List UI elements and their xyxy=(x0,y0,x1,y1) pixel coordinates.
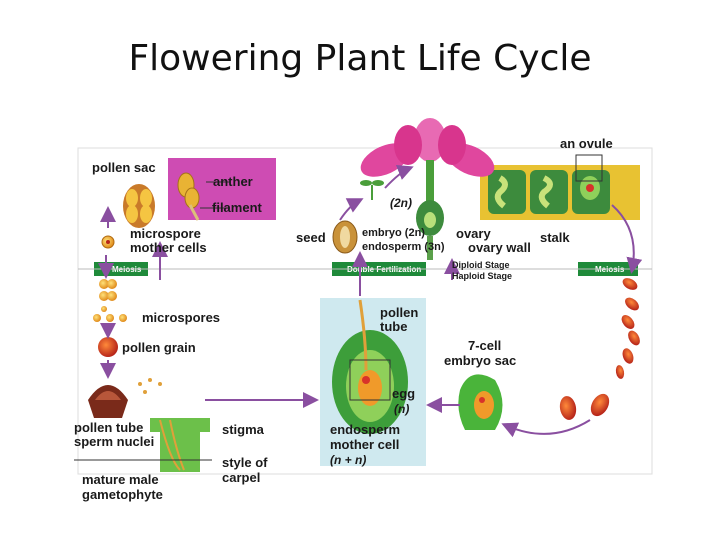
pollen-grain-image xyxy=(98,337,118,357)
egg-n-label: (n) xyxy=(394,402,409,416)
seven-cell-label-line1: 7-cell xyxy=(468,338,501,353)
microspores-image xyxy=(93,306,127,322)
microspore-label-line1: microspore xyxy=(130,226,201,241)
style-of-carpel-image xyxy=(150,418,210,472)
ovary-wall-label: ovary wall xyxy=(468,240,531,255)
stalk-label: stalk xyxy=(540,230,570,245)
endosperm-mc-label-line1: endosperm xyxy=(330,422,400,437)
pollen-tube-label-line1: pollen xyxy=(380,305,418,320)
flower-image xyxy=(360,118,495,260)
style-label-line2: carpel xyxy=(222,470,260,485)
diploid-stage-label: Diploid Stage xyxy=(452,260,510,270)
ovule-fertilization-image xyxy=(332,299,408,434)
pollen-grain-label: pollen grain xyxy=(122,340,196,355)
microspores-label: microspores xyxy=(142,310,220,325)
seven-cell-embryo-sac-image xyxy=(458,374,503,430)
seed-label: seed xyxy=(296,230,326,245)
seedling-image xyxy=(360,180,384,200)
pollen-sac-image xyxy=(123,184,155,228)
endosperm-mc-label-line3: (n + n) xyxy=(330,453,366,467)
stigma-pollen-image xyxy=(88,378,162,418)
megaspore-cells-image xyxy=(559,278,640,420)
endosperm-mc-label-line2: mother cell xyxy=(330,437,399,452)
microspore-label-line2: mother cells xyxy=(130,240,207,255)
an-ovule-label: an ovule xyxy=(560,136,613,151)
pollen-tube-label-line2: tube xyxy=(380,319,407,334)
ovary-label: ovary xyxy=(456,226,491,241)
style-label-line1: style of xyxy=(222,455,268,470)
pollen-sac-label: pollen sac xyxy=(92,160,156,175)
haploid-stage-label: Haploid Stage xyxy=(452,271,512,281)
seed-image xyxy=(332,220,358,254)
seven-cell-label-line2: embryo sac xyxy=(444,353,516,368)
pollen-tube-left-label: pollen tube xyxy=(74,420,143,435)
ovary-sections xyxy=(488,170,610,214)
microspore-mother-cell-image xyxy=(101,235,115,249)
filament-label: filament xyxy=(212,200,263,215)
endosperm-label: endosperm (3n) xyxy=(362,241,445,253)
mature-male-label-line1: mature male xyxy=(82,472,159,487)
anther-image xyxy=(177,172,200,221)
page-title: Flowering Plant Life Cycle xyxy=(128,38,592,79)
egg-label: egg xyxy=(392,386,415,401)
anther-label: anther xyxy=(213,174,253,189)
sperm-nuclei-label: sperm nuclei xyxy=(74,434,154,449)
stigma-label: stigma xyxy=(222,422,265,437)
mature-male-label-line2: gametophyte xyxy=(82,487,163,502)
embryo-label: embryo (2n) xyxy=(362,227,425,239)
two-n-label: (2n) xyxy=(390,196,412,210)
microspore-tetrad-image xyxy=(99,279,117,301)
cycle-arrows xyxy=(98,165,643,438)
